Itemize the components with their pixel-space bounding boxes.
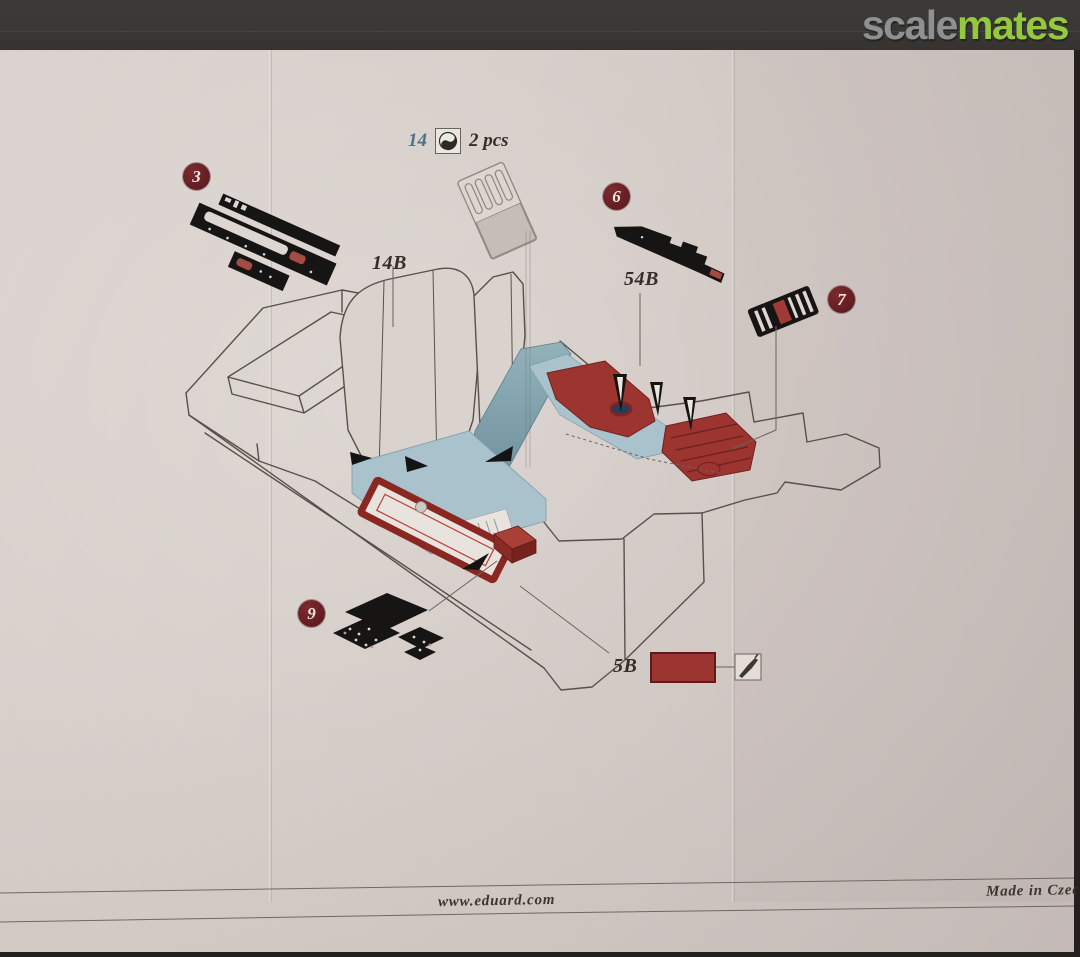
leader-lines bbox=[392, 231, 777, 668]
part14-plate-drawing bbox=[457, 161, 537, 260]
glue-symbol-box bbox=[734, 653, 762, 681]
step3-pe-part bbox=[189, 193, 341, 292]
step6-pe-part bbox=[613, 226, 725, 283]
part14-callout: 14 2 pcs bbox=[408, 128, 509, 154]
paper-fold-crease-left bbox=[269, 0, 272, 902]
label-part-5b: 5B bbox=[613, 655, 638, 677]
step-badge-3: 3 bbox=[183, 163, 210, 190]
label-part-14b: 14B bbox=[372, 252, 407, 274]
rudder-pedals-part bbox=[661, 412, 757, 482]
footer-rules bbox=[0, 877, 1075, 923]
scalemates-watermark: scalemates bbox=[861, 0, 1070, 50]
step-badge-6: 6 bbox=[603, 183, 630, 210]
website-url: www.eduard.com bbox=[437, 891, 556, 911]
photo-background-band bbox=[0, 0, 1080, 50]
step7-pe-part bbox=[747, 286, 819, 337]
label-part-54b: 54B bbox=[624, 268, 659, 290]
scalemates-logo-mates: mates bbox=[956, 2, 1070, 48]
background-seam-line bbox=[0, 31, 1080, 32]
throttle-box-part bbox=[493, 525, 537, 564]
step-badge-7: 7 bbox=[828, 286, 855, 313]
scalemates-logo-scale: scale bbox=[861, 2, 959, 48]
part5b-red-plate bbox=[650, 652, 716, 683]
seat-rail-frame-part bbox=[357, 476, 513, 584]
made-in-text: Made in Czec bbox=[985, 882, 1080, 900]
glue-brush-icon bbox=[739, 653, 759, 678]
part14-quantity: 2 pcs bbox=[469, 130, 509, 151]
curl-part-symbol-icon bbox=[435, 128, 461, 154]
step-badge-9: 9 bbox=[298, 600, 325, 627]
step9-pe-parts bbox=[333, 593, 444, 660]
placement-arrows bbox=[350, 374, 696, 570]
center-console-part bbox=[546, 360, 656, 438]
part14-number: 14 bbox=[408, 130, 427, 151]
paper-shading bbox=[733, 0, 1074, 902]
